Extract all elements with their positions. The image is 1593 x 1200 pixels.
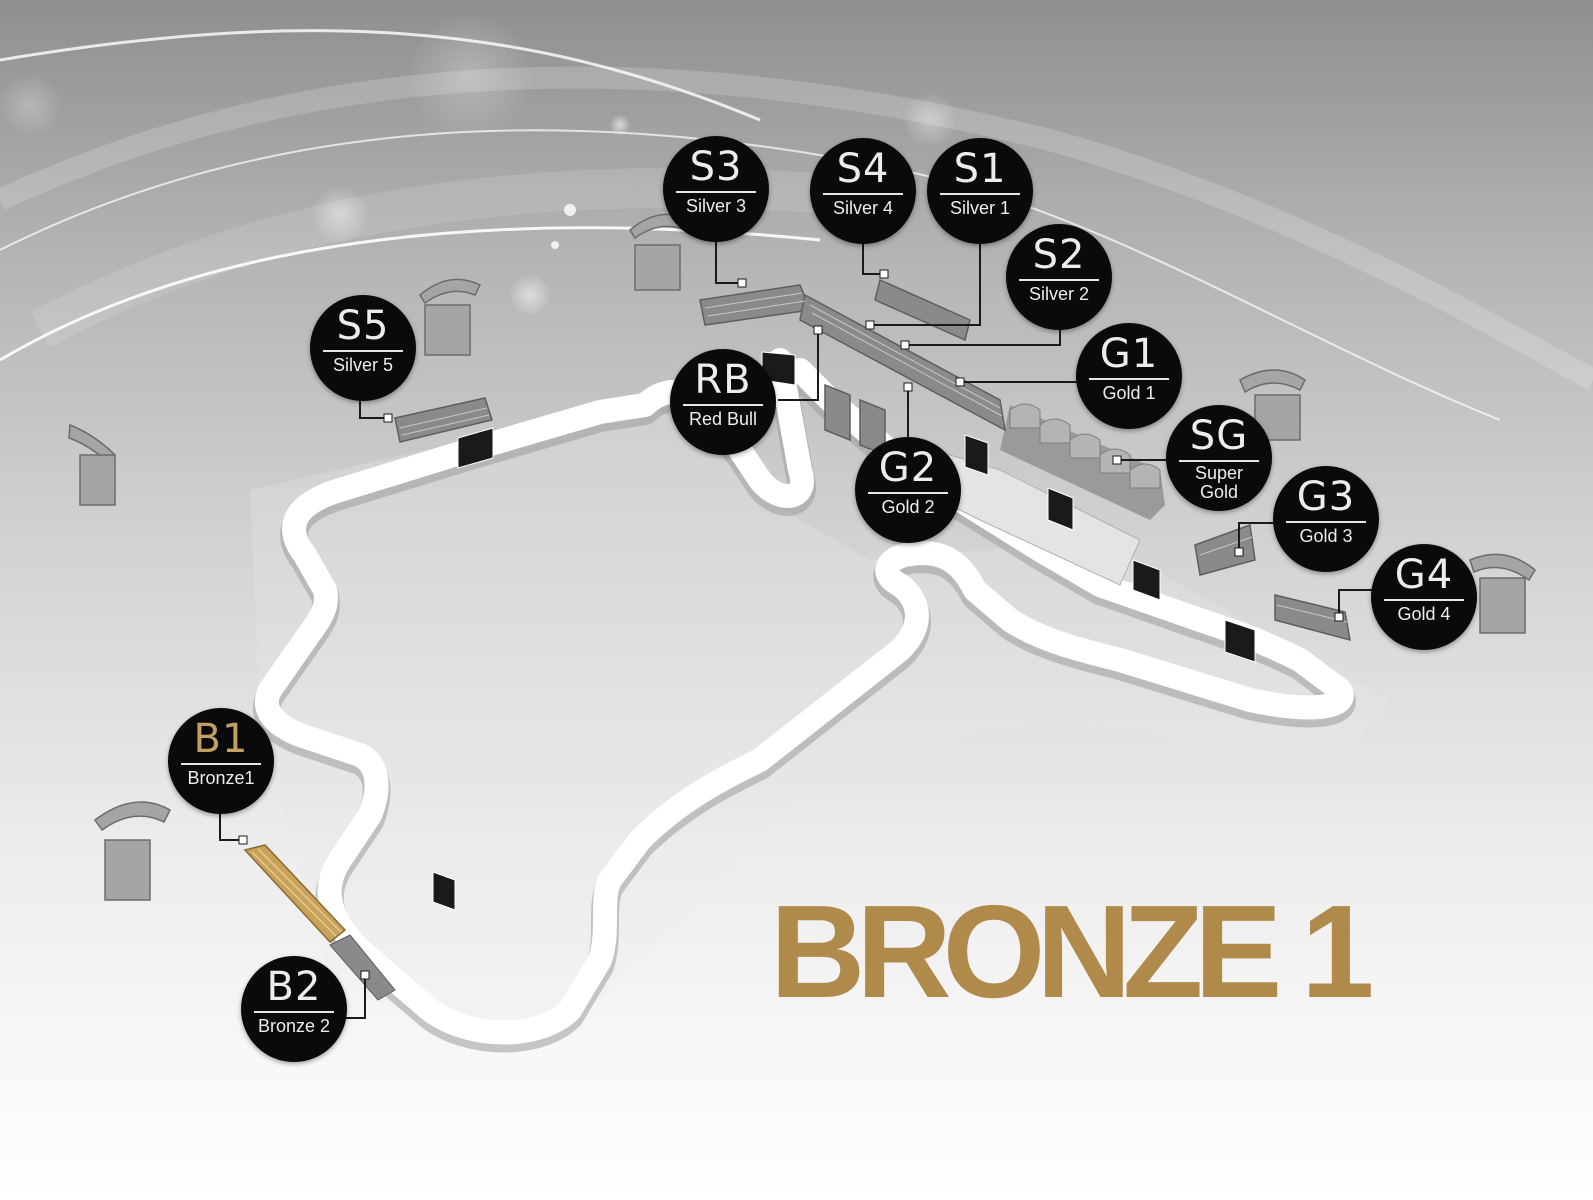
zone-name: Gold 2 [881,497,935,517]
zone-code: SG [1189,413,1249,459]
badge-divider [1384,599,1464,601]
badge-divider [868,492,948,494]
shelters [68,213,1536,901]
background-bokeh [0,15,956,315]
zone-code: RB [694,357,752,403]
zone-badge-rb[interactable]: RB Red Bull [670,349,776,455]
zone-name: Super Gold [1170,464,1268,502]
badge-divider [676,191,756,193]
badge-divider [683,404,763,406]
zone-code: S3 [689,144,743,190]
badge-divider [254,1011,334,1013]
zone-code: S1 [953,146,1007,192]
zone-code: S2 [1032,232,1086,278]
zone-badge-s1[interactable]: S1 Silver 1 [927,138,1033,244]
zone-name-line-1: Super [1194,463,1244,483]
badge-divider [823,193,903,195]
zone-code: G2 [878,445,938,491]
zone-badge-s2[interactable]: S2 Silver 2 [1006,224,1112,330]
zone-name: Gold 4 [1397,604,1451,624]
badge-divider [1179,460,1259,462]
race-track [252,348,1356,1053]
zone-name: Gold 1 [1102,383,1156,403]
zone-badge-s4[interactable]: S4 Silver 4 [810,138,916,244]
selected-zone-headline: BRONZE 1 [770,878,1374,1025]
zone-code: B2 [266,964,322,1010]
zone-name: Bronze 2 [257,1016,331,1036]
zone-badge-sg[interactable]: SG Super Gold [1166,405,1272,511]
zone-code: G3 [1296,474,1356,520]
badge-divider [1286,521,1366,523]
zone-badge-g4[interactable]: G4 Gold 4 [1371,544,1477,650]
zone-code: B1 [193,716,249,762]
zone-name: Gold 3 [1299,526,1353,546]
zone-badge-g2[interactable]: G2 Gold 2 [855,437,961,543]
billboards [432,351,1256,911]
zone-code: S5 [336,303,390,349]
zone-name: Silver 5 [332,355,394,375]
badge-divider [323,350,403,352]
zone-badge-s5[interactable]: S5 Silver 5 [310,295,416,401]
zone-name-line-2: Gold [1199,482,1239,502]
badge-divider [181,763,261,765]
grandstand-rows [399,292,1348,623]
callout-lines [219,228,1376,1019]
badge-divider [1089,378,1169,380]
zone-badge-b1[interactable]: B1 Bronze1 [168,708,274,814]
zone-badge-g3[interactable]: G3 Gold 3 [1273,466,1379,572]
zone-code: G1 [1099,331,1159,377]
zone-code: S4 [836,146,890,192]
zone-name: Silver 1 [949,198,1011,218]
zone-name: Red Bull [688,409,758,429]
bronze-1-grandstand [243,844,396,1001]
zone-badge-s3[interactable]: S3 Silver 3 [663,136,769,242]
zone-name: Silver 4 [832,198,894,218]
callout-anchors [238,269,1344,980]
zone-name: Bronze1 [187,768,255,788]
zone-badge-g1[interactable]: G1 Gold 1 [1076,323,1182,429]
badge-divider [940,193,1020,195]
zone-badge-b2[interactable]: B2 Bronze 2 [241,956,347,1062]
zone-name: Silver 2 [1028,284,1090,304]
badge-divider [1019,279,1099,281]
zone-code: G4 [1394,552,1454,598]
zone-name: Silver 3 [685,196,747,216]
